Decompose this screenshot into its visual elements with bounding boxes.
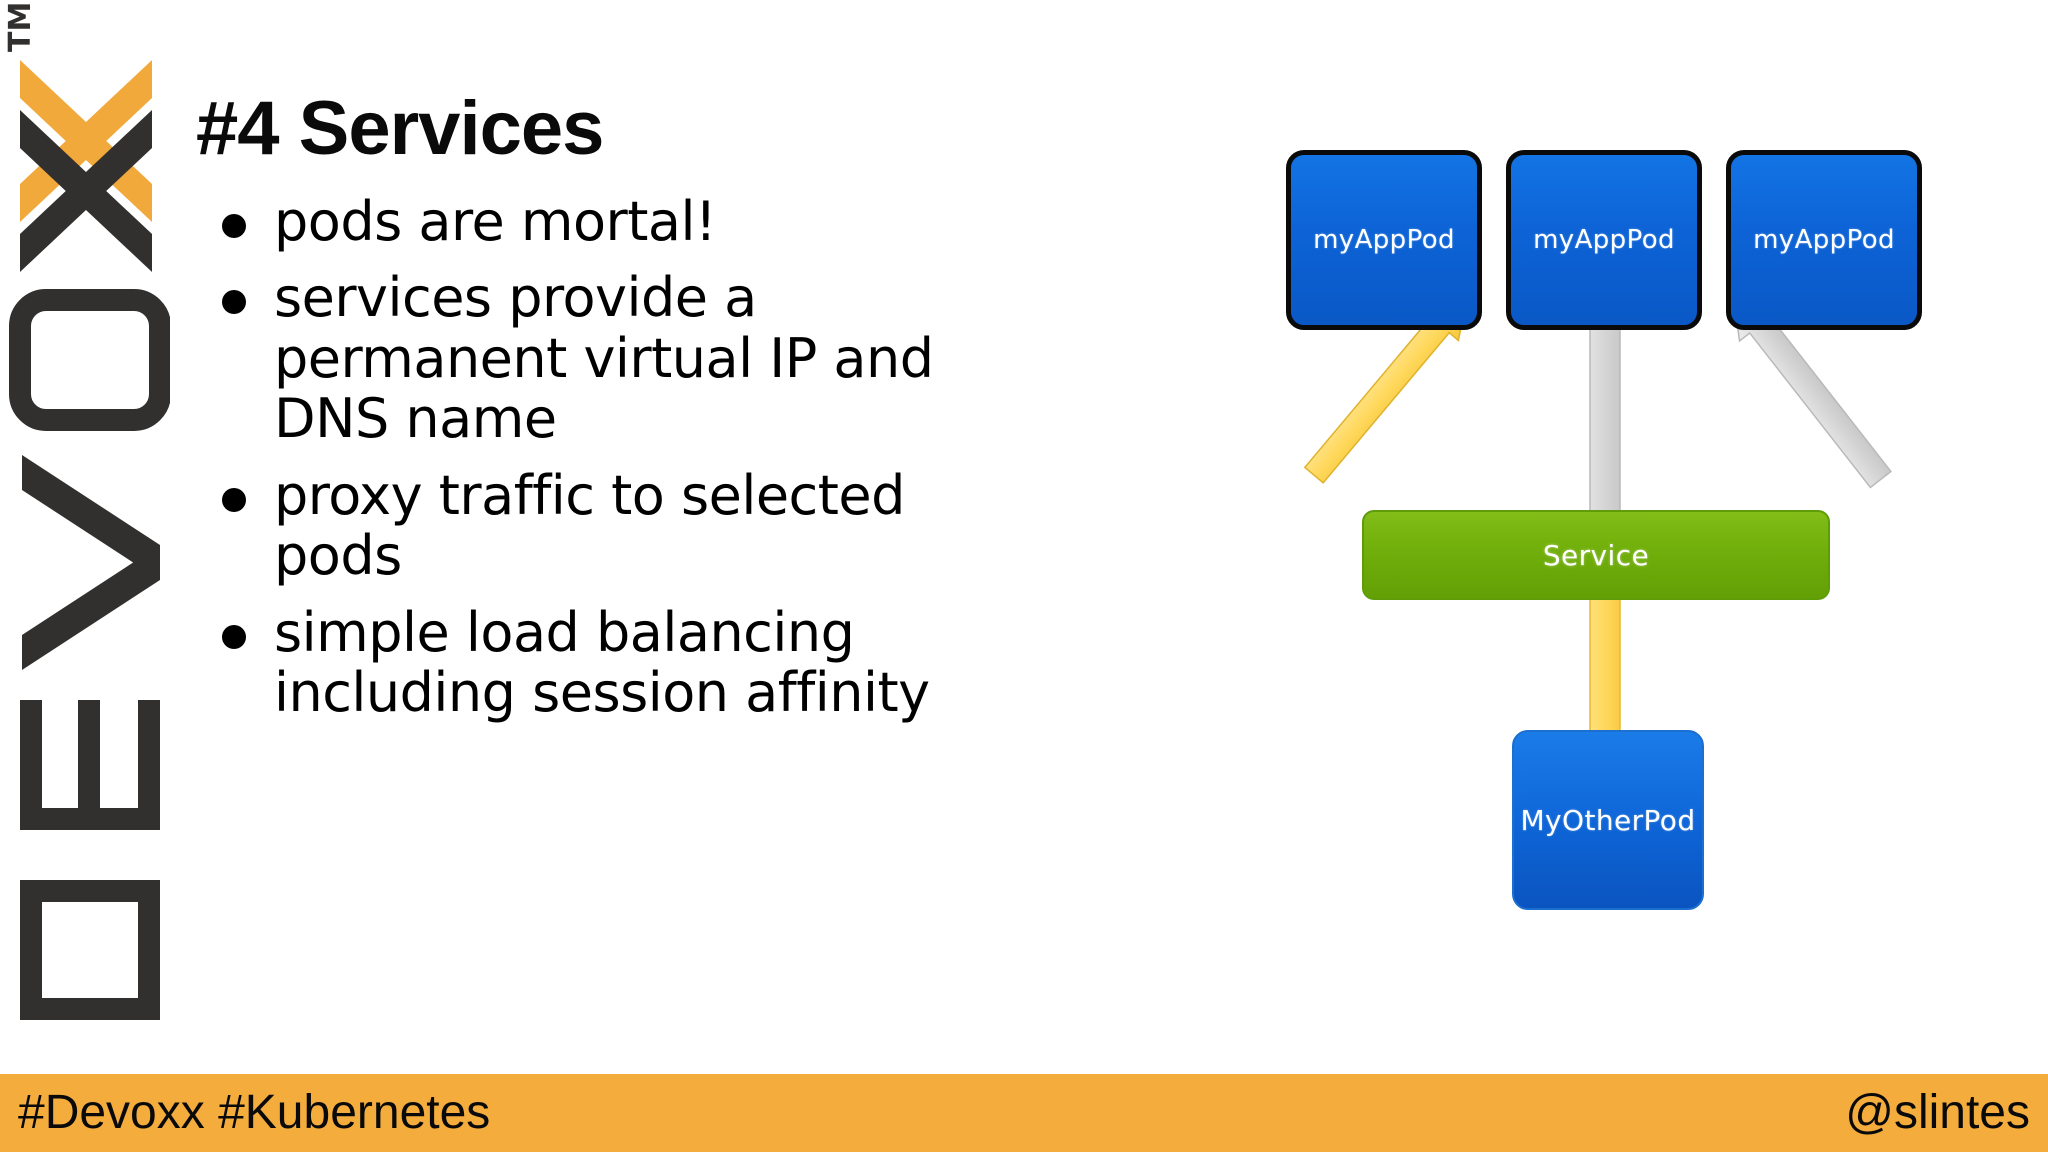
- footer-handle: @slintes: [1845, 1086, 2030, 1139]
- logo-letter-x-dark: [20, 110, 152, 272]
- pod-label: myAppPod: [1313, 225, 1455, 255]
- pod-label: myAppPod: [1533, 225, 1675, 255]
- services-diagram: myAppPod myAppPod myAppPod Service MyOth…: [1250, 150, 1970, 1000]
- logo-letter-d: [20, 880, 160, 1020]
- bullet-dot-icon: [222, 624, 246, 649]
- bullet-text: proxy traffic to selected pods: [274, 463, 905, 588]
- pod-label: myAppPod: [1753, 225, 1895, 255]
- devoxx-logo: TM: [0, 0, 170, 1040]
- slide-title: #4 Services: [196, 85, 604, 171]
- bullet-list: pods are mortal! services provide a perm…: [222, 190, 942, 740]
- pod-box-myapppod-1[interactable]: myAppPod: [1286, 150, 1482, 330]
- bullet-item-3: proxy traffic to selected pods: [222, 463, 942, 588]
- bullet-dot-icon: [222, 214, 246, 238]
- service-label: Service: [1542, 538, 1650, 572]
- footer-bar: #Devoxx #Kubernetes @slintes: [0, 1074, 2048, 1152]
- bullet-text: services provide a permanent virtual IP …: [274, 266, 934, 451]
- footer-hashtags: #Devoxx #Kubernetes: [18, 1086, 491, 1139]
- bullet-item-2: services provide a permanent virtual IP …: [222, 268, 942, 449]
- svg-text:TM: TM: [3, 2, 38, 52]
- pod-box-myapppod-3[interactable]: myAppPod: [1726, 150, 1922, 330]
- service-box[interactable]: Service: [1362, 510, 1830, 600]
- bullet-item-1: pods are mortal!: [222, 190, 942, 253]
- logo-letter-e: [20, 700, 160, 830]
- logo-letter-v: [22, 455, 160, 670]
- logo-trademark-icon: TM: [3, 2, 38, 52]
- pod-label: MyOtherPod: [1520, 803, 1696, 837]
- bullet-dot-icon: [222, 290, 246, 315]
- pod-box-myapppod-2[interactable]: myAppPod: [1506, 150, 1702, 330]
- bullet-text: pods are mortal!: [274, 190, 717, 253]
- logo-letter-x-orange: [20, 60, 152, 222]
- pod-box-myotherpod[interactable]: MyOtherPod: [1512, 730, 1704, 910]
- bullet-dot-icon: [222, 487, 246, 512]
- bullet-item-4: simple load balancing including session …: [222, 600, 942, 725]
- bullet-text: simple load balancing including session …: [274, 600, 930, 725]
- logo-letter-o: [9, 289, 170, 431]
